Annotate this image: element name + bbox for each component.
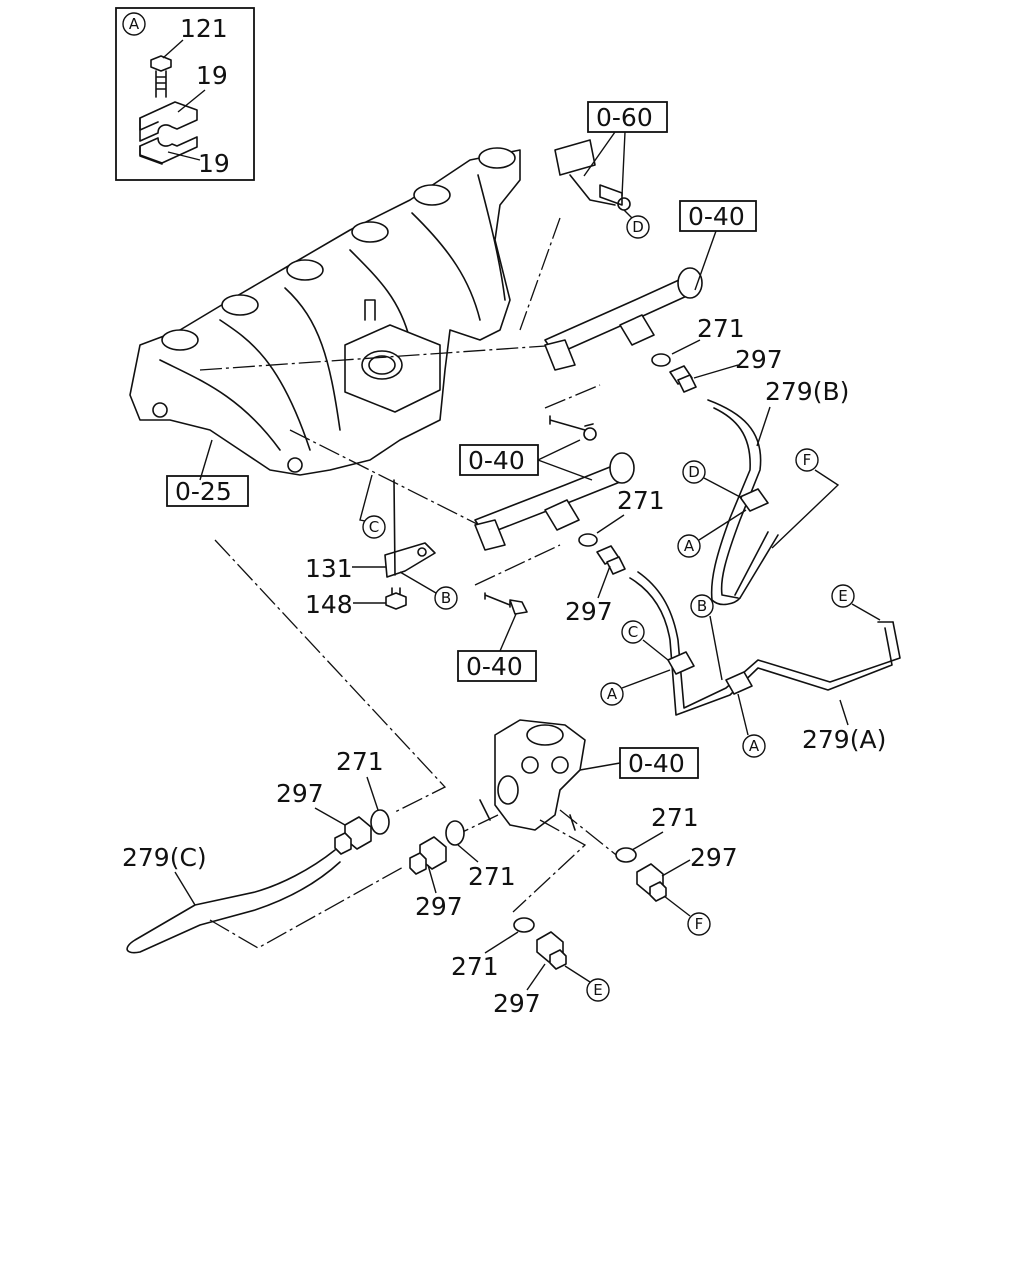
ref-box-0-60 bbox=[587, 101, 668, 133]
label-297-right: 297 bbox=[690, 843, 738, 872]
plug-297-middle bbox=[596, 545, 626, 575]
marker-A-pipe-a2 bbox=[742, 734, 766, 758]
marker-F-pipe-b bbox=[795, 448, 819, 472]
inset-label-19-bottom: 19 bbox=[198, 149, 230, 178]
bracket-131 bbox=[384, 542, 436, 578]
ref-label-0-25: 0-25 bbox=[175, 477, 232, 506]
gasket-271-middle-lower bbox=[445, 820, 465, 846]
ref-label-0-40-middle: 0-40 bbox=[468, 446, 525, 475]
marker-D-upper-text: D bbox=[632, 218, 644, 236]
label-271-upper: 271 bbox=[697, 314, 745, 343]
egr-valve-body bbox=[479, 719, 586, 831]
label-271-right: 271 bbox=[651, 803, 699, 832]
pipe-279C bbox=[126, 849, 341, 954]
egr-cooler-pipe-middle bbox=[474, 415, 635, 551]
pipe-279A bbox=[629, 571, 901, 716]
label-271-middle-lower: 271 bbox=[468, 862, 516, 891]
inset-label-19-top: 19 bbox=[196, 61, 228, 90]
marker-F-pipe-b-text: F bbox=[803, 451, 812, 469]
marker-E-valve bbox=[586, 978, 610, 1002]
marker-A-pipe-b bbox=[677, 534, 701, 558]
marker-B-pipe-a bbox=[690, 594, 714, 618]
label-271-bottom: 271 bbox=[451, 952, 499, 981]
plug-297-bottom bbox=[536, 931, 567, 970]
marker-C-manifold-text: C bbox=[369, 518, 379, 536]
plug-297-upper bbox=[669, 365, 697, 393]
inset-letter: A bbox=[129, 15, 140, 33]
marker-D-pipe-b bbox=[682, 460, 706, 484]
inset-label-121: 121 bbox=[180, 14, 228, 43]
ref-label-0-40-lower: 0-40 bbox=[466, 652, 523, 681]
ref-box-0-40-lower bbox=[457, 650, 537, 682]
label-297-left: 297 bbox=[276, 779, 324, 808]
pipe-279B bbox=[707, 399, 779, 606]
marker-B-bracket-text: B bbox=[441, 589, 451, 607]
gasket-271-left bbox=[370, 809, 390, 835]
label-279C: 279(C) bbox=[122, 843, 207, 872]
clamp-19 bbox=[139, 101, 198, 165]
bolt-148 bbox=[385, 587, 407, 610]
marker-F-valve bbox=[687, 912, 711, 936]
marker-A-pipe-a1-text: A bbox=[607, 685, 618, 703]
label-279A: 279(A) bbox=[802, 725, 886, 754]
marker-B-pipe-a-text: B bbox=[697, 597, 707, 615]
marker-C-pipe-a-text: C bbox=[628, 623, 638, 641]
plug-297-left bbox=[334, 816, 372, 855]
label-297-middle-lower: 297 bbox=[415, 892, 463, 921]
marker-E-valve-text: E bbox=[593, 981, 602, 999]
label-297-bottom: 297 bbox=[493, 989, 541, 1018]
marker-B-bracket bbox=[434, 586, 458, 610]
plug-297-right bbox=[636, 863, 667, 902]
marker-F-valve-text: F bbox=[695, 915, 704, 933]
marker-E-pipe-a-text: E bbox=[838, 587, 847, 605]
ref-label-0-40-valve: 0-40 bbox=[628, 749, 685, 778]
egr-cooler-pipe-right bbox=[544, 267, 703, 371]
label-271-left: 271 bbox=[336, 747, 384, 776]
marker-A-pipe-a2-text: A bbox=[749, 737, 760, 755]
marker-D-pipe-b-text: D bbox=[688, 463, 700, 481]
gasket-271-middle bbox=[578, 533, 598, 547]
bolt-lower bbox=[484, 592, 528, 615]
label-297-upper: 297 bbox=[735, 345, 783, 374]
label-148: 148 bbox=[305, 590, 353, 619]
label-271-middle: 271 bbox=[617, 486, 665, 515]
plug-297-middle-lower bbox=[409, 836, 447, 875]
manifold-runners bbox=[159, 147, 516, 451]
throttle-flange bbox=[344, 299, 441, 413]
inset-letter-circle bbox=[122, 12, 146, 36]
marker-D-upper bbox=[626, 215, 650, 239]
label-131: 131 bbox=[305, 554, 353, 583]
marker-E-pipe-a bbox=[831, 584, 855, 608]
bolt-121 bbox=[150, 55, 172, 98]
ref-box-0-40-upper bbox=[679, 200, 757, 232]
label-279B: 279(B) bbox=[765, 377, 849, 406]
marker-A-pipe-b-text: A bbox=[684, 537, 695, 555]
marker-C-pipe-a bbox=[621, 620, 645, 644]
label-297-middle: 297 bbox=[565, 597, 613, 626]
egr-upper-bracket bbox=[554, 139, 631, 211]
inset-frame bbox=[115, 7, 255, 181]
inset-clamp-detail: A 121 19 19 bbox=[115, 7, 255, 181]
marker-A-pipe-a1 bbox=[600, 682, 624, 706]
ref-label-0-40-upper: 0-40 bbox=[688, 202, 745, 231]
ref-label-0-60: 0-60 bbox=[596, 103, 653, 132]
ref-box-0-25 bbox=[166, 475, 249, 507]
gasket-271-right bbox=[615, 847, 637, 863]
gasket-271-upper bbox=[651, 353, 671, 367]
intake-manifold bbox=[129, 147, 521, 476]
marker-C-manifold bbox=[362, 515, 386, 539]
gasket-271-bottom bbox=[513, 917, 535, 933]
